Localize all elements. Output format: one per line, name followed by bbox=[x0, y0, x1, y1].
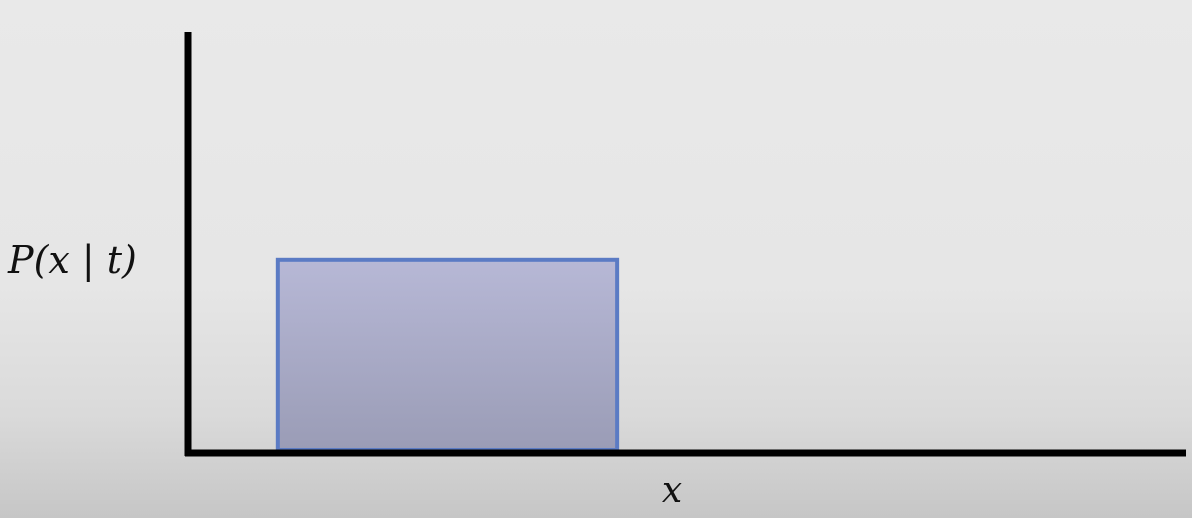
plot-area bbox=[275, 257, 620, 452]
distribution-area-0 bbox=[275, 257, 620, 452]
x-axis-label: x bbox=[662, 470, 682, 511]
y-axis-label: P(x | t) bbox=[7, 238, 137, 282]
